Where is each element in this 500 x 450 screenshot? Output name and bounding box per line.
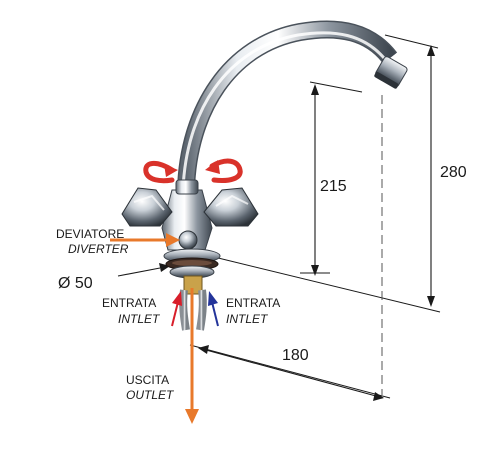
dim-180-arrow (198, 345, 384, 401)
left-handle (121, 187, 173, 227)
diverter-knob (178, 230, 198, 250)
guide-spout-top (384, 34, 439, 49)
dimension-180-label: 180 (282, 347, 309, 364)
inlet-cold-arrow (208, 291, 219, 327)
outlet-label-it: USCITA (126, 373, 170, 387)
diverter-label-en: DIVERTER (68, 242, 129, 256)
outlet-arrow (185, 288, 199, 424)
dim-280-arrow (427, 45, 435, 307)
dim-215-arrow (311, 84, 319, 276)
diverter-label-it: DEVIATORE (56, 227, 125, 241)
dimension-215-label: 215 (320, 178, 347, 195)
inlet-right-label-it: ENTRATA (226, 296, 281, 310)
guide-reach (189, 344, 391, 399)
aerator (374, 56, 408, 89)
dimension-lines (189, 34, 441, 399)
outlet-label-en: OUTLET (126, 388, 174, 402)
diameter-label: Ø 50 (58, 275, 93, 292)
guide-base (209, 255, 441, 313)
right-handle (203, 187, 259, 227)
inlet-left-label-it: ENTRATA (102, 296, 157, 310)
guide-mid (309, 81, 363, 93)
inlet-hot-arrow (171, 291, 182, 327)
dimension-280-label: 280 (440, 164, 467, 181)
rotation-arrow-left (143, 161, 178, 184)
rotation-arrow-right (205, 158, 243, 183)
inlet-left-label-en: INTLET (118, 312, 160, 326)
diverter-arrow (110, 233, 180, 247)
inlet-right-label-en: INTLET (226, 312, 268, 326)
inlet-hose-left (179, 289, 190, 331)
inlet-hose-right (196, 289, 207, 331)
base-ring (163, 248, 221, 279)
diameter-pointer (117, 263, 170, 277)
